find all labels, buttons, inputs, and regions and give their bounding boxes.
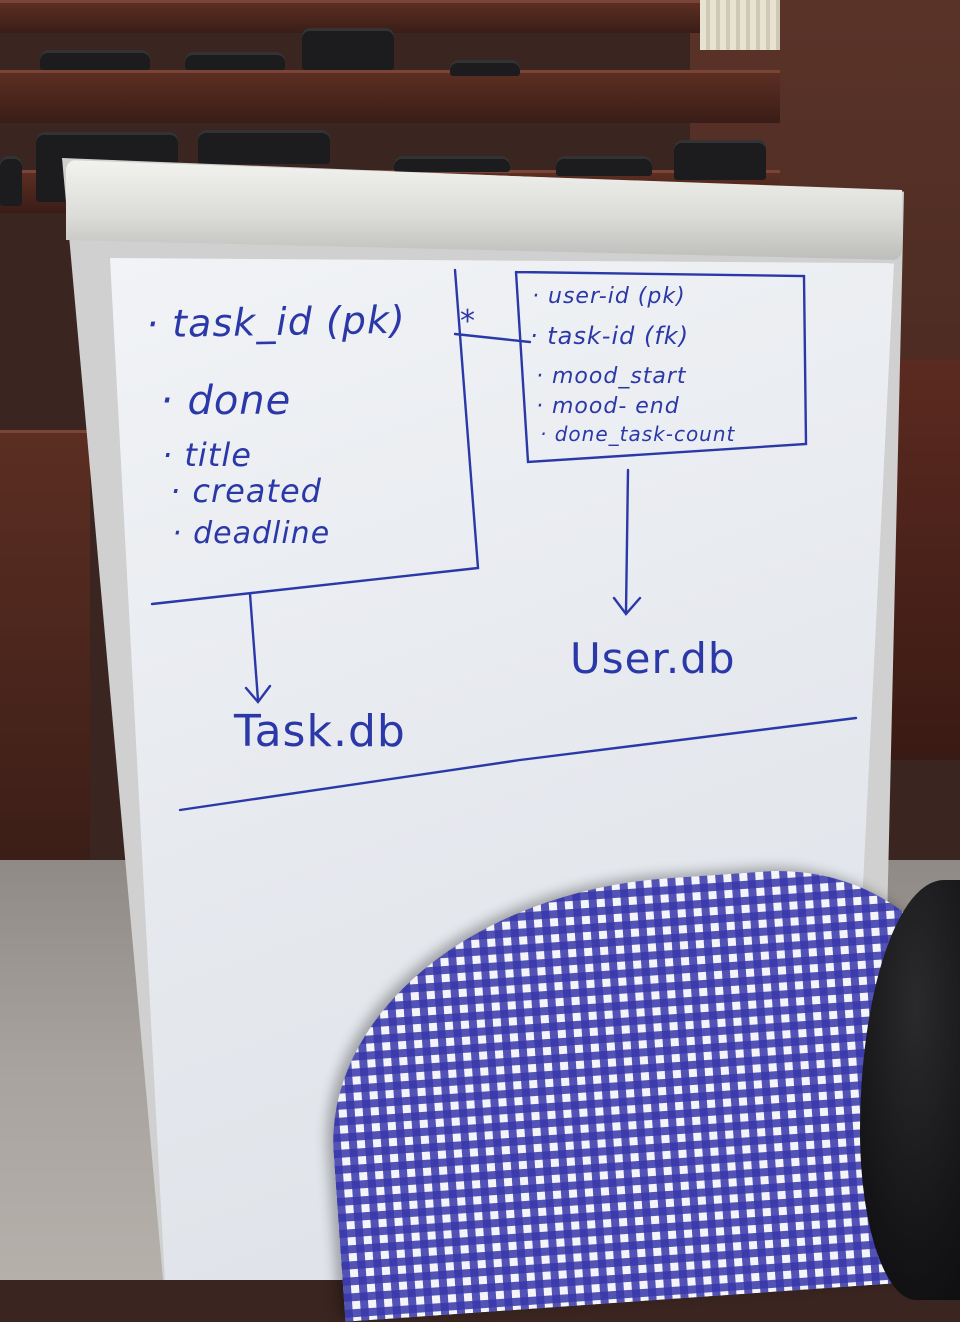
user-arrowhead bbox=[612, 596, 642, 616]
side-desk bbox=[890, 360, 960, 760]
task-field-label: deadline bbox=[193, 516, 331, 551]
task-field: · deadline bbox=[172, 516, 331, 551]
user-field: · mood- end bbox=[536, 394, 680, 419]
auditorium-seat bbox=[394, 156, 510, 172]
user-field-label: user-id (pk) bbox=[548, 284, 686, 309]
user-box-outline bbox=[514, 270, 808, 464]
task-field: · task_id (pk) bbox=[145, 297, 407, 347]
whiteboard-drawing bbox=[150, 268, 858, 812]
user-arrow bbox=[624, 468, 630, 614]
desk-row bbox=[0, 70, 780, 123]
window-blind bbox=[700, 0, 780, 50]
task-box-outline bbox=[150, 268, 480, 606]
task-field-label: title bbox=[184, 436, 252, 474]
task-db-label: Task.db bbox=[234, 706, 406, 757]
desk-row bbox=[0, 430, 90, 883]
user-field-label: task-id (fk) bbox=[547, 322, 690, 350]
relation-line bbox=[453, 332, 532, 344]
auditorium-seat bbox=[185, 52, 285, 70]
relation-marker: * bbox=[460, 304, 476, 339]
auditorium-seat bbox=[450, 60, 520, 76]
auditorium-seat bbox=[0, 156, 22, 206]
user-field: · done_task-count bbox=[540, 422, 736, 446]
desk-row bbox=[0, 0, 700, 33]
task-arrow bbox=[248, 592, 260, 702]
auditorium-seat bbox=[556, 156, 652, 176]
user-field: · user-id (pk) bbox=[532, 284, 686, 309]
task-field: · title bbox=[162, 436, 252, 474]
task-field-label: task_id (pk) bbox=[171, 297, 407, 346]
divider-line bbox=[178, 716, 858, 812]
user-field: · task-id (fk) bbox=[530, 322, 690, 350]
task-field: · done bbox=[160, 378, 292, 424]
task-arrowhead bbox=[244, 684, 272, 704]
auditorium-seat bbox=[198, 130, 330, 164]
auditorium-seat bbox=[302, 28, 394, 70]
user-field: · mood_start bbox=[536, 364, 687, 389]
user-field-label: done_task-count bbox=[554, 422, 736, 446]
task-field-label: created bbox=[192, 472, 322, 510]
task-field: · created bbox=[170, 472, 322, 510]
user-field-label: mood- end bbox=[552, 394, 680, 419]
auditorium-seat bbox=[674, 140, 766, 180]
user-db-label: User.db bbox=[570, 634, 736, 683]
user-field-label: mood_start bbox=[552, 364, 687, 389]
auditorium-seat bbox=[40, 50, 150, 70]
task-field-label: done bbox=[187, 378, 292, 424]
